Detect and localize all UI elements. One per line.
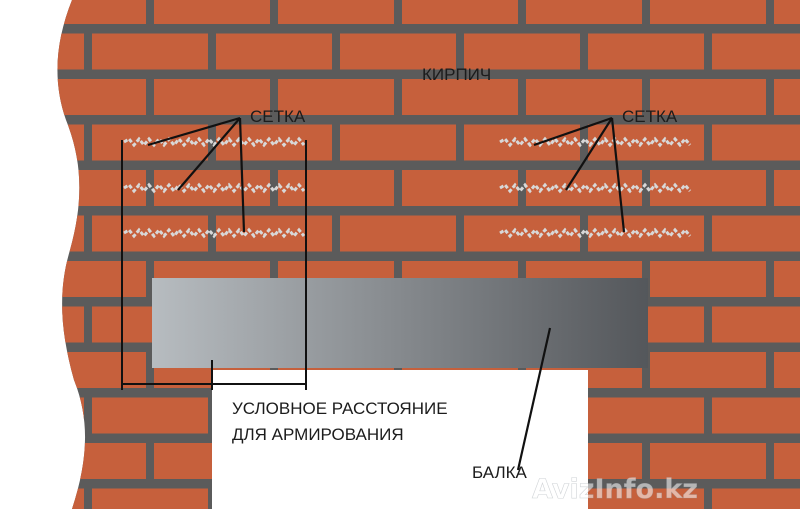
brick [340, 488, 456, 509]
brick [0, 170, 22, 206]
mesh-strip [499, 227, 692, 239]
mesh-strip [499, 182, 692, 194]
brick [588, 124, 704, 161]
brick [57, 306, 84, 343]
distance-label-line2: ДЛЯ АРМИРОВАНИЯ [232, 425, 404, 444]
mesh-label-right: СЕТКА [622, 107, 678, 126]
brick [57, 33, 84, 70]
brick [650, 79, 766, 115]
distance-markers [121, 140, 307, 390]
brick [278, 170, 394, 206]
brick [588, 397, 704, 434]
brick [650, 0, 766, 24]
brick [526, 79, 642, 115]
beam-pointer-line [516, 327, 552, 471]
brick [0, 261, 22, 297]
brick [92, 397, 208, 434]
brick [464, 33, 580, 70]
brick [774, 261, 800, 297]
brick [712, 124, 800, 161]
brick-label: КИРПИЧ [422, 65, 491, 84]
watermark: AvizInfo.kz [532, 474, 698, 505]
brick [278, 79, 394, 115]
brick [92, 33, 208, 70]
steel-beam [152, 278, 648, 368]
brick [92, 124, 208, 161]
brick [774, 79, 800, 115]
pointer-line [610, 117, 626, 233]
brick [216, 124, 332, 161]
brick [278, 443, 394, 479]
brick [57, 261, 146, 297]
brick [0, 443, 22, 479]
brick [650, 443, 766, 479]
brick [216, 488, 332, 509]
brick [340, 124, 456, 161]
brick [57, 79, 146, 115]
mesh-pointer-lines-right [533, 116, 626, 233]
brick [774, 170, 800, 206]
brick [57, 397, 84, 434]
brick [92, 488, 208, 509]
brick [216, 33, 332, 70]
brick [92, 215, 208, 252]
brick [712, 488, 800, 509]
brick [588, 488, 704, 509]
mesh-pointer-lines-left [147, 116, 246, 233]
mesh-strip [499, 136, 692, 148]
brick [216, 215, 332, 252]
mesh-label-left: СЕТКА [250, 107, 306, 126]
reinforcement-meshes [123, 136, 692, 239]
beam-label: БАЛКА [472, 463, 528, 482]
brick [774, 352, 800, 388]
pointer-line [177, 117, 241, 191]
pointer-line [533, 116, 613, 147]
brick [154, 79, 270, 115]
brick [340, 215, 456, 252]
brick [57, 488, 84, 509]
pointer-line [147, 116, 241, 147]
mesh-strip [123, 136, 306, 148]
brick [57, 215, 84, 252]
brick [650, 261, 766, 297]
brick [712, 215, 800, 252]
brick [154, 0, 270, 24]
brick [774, 0, 800, 24]
brick [588, 33, 704, 70]
distance-label-line1: УСЛОВНОЕ РАССТОЯНИЕ [232, 399, 448, 418]
brick [0, 0, 22, 24]
brick [278, 0, 394, 24]
brick [712, 306, 800, 343]
brick [340, 33, 456, 70]
brick [0, 79, 22, 115]
brick [57, 124, 84, 161]
mesh-strip [123, 227, 306, 239]
brick [526, 0, 642, 24]
pointer-line [238, 117, 246, 233]
brick [402, 0, 518, 24]
pointer-line [565, 117, 613, 191]
brick [588, 215, 704, 252]
mesh-strip [123, 182, 306, 194]
brick [712, 33, 800, 70]
brick [464, 397, 580, 434]
brick [0, 352, 22, 388]
brick [57, 352, 146, 388]
brick [774, 443, 800, 479]
brick [650, 352, 766, 388]
brick [57, 443, 146, 479]
brick [712, 397, 800, 434]
brick [57, 0, 146, 24]
brick [57, 170, 146, 206]
brick [402, 170, 518, 206]
brick [154, 443, 270, 479]
brick [402, 79, 518, 115]
